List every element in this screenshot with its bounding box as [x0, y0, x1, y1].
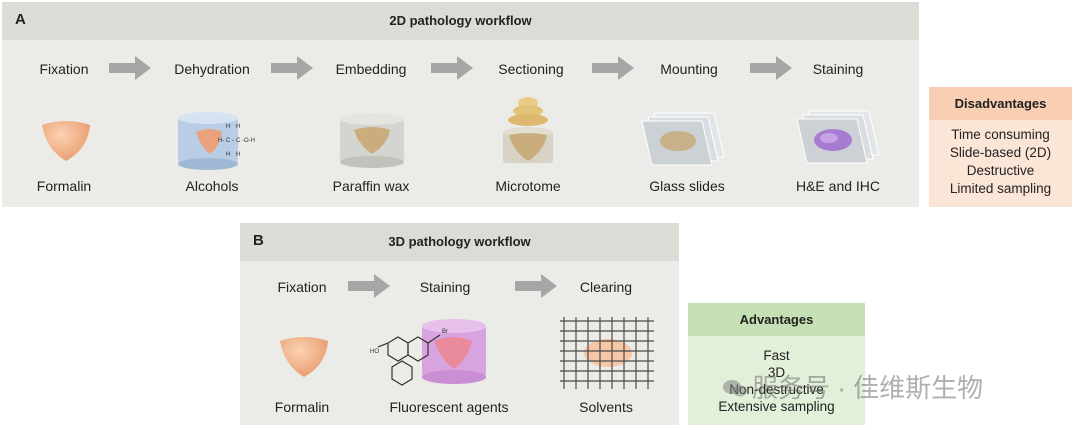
panel-b-letter: B — [253, 232, 264, 249]
list-item: Extensive sampling — [718, 399, 835, 414]
svg-text:-O-H: -O-H — [242, 138, 255, 144]
list-item: Limited sampling — [949, 181, 1052, 196]
label-he-ihc: H&E and IHC — [795, 178, 881, 194]
svg-text:H: H — [236, 152, 240, 158]
advantages-box: Advantages Fast 3D Non-destructive Exten… — [688, 303, 865, 425]
step-staining: Staining — [812, 61, 864, 77]
label-solvents: Solvents — [579, 399, 633, 415]
arrow-icon — [750, 56, 792, 80]
arrow-icon — [592, 56, 634, 80]
stained-slides-icon — [796, 110, 880, 164]
svg-text:C: C — [226, 138, 231, 144]
arrow-icon — [348, 274, 390, 298]
svg-text:H: H — [226, 124, 230, 130]
label-glass-slides: Glass slides — [649, 178, 725, 194]
svg-text:H: H — [226, 152, 230, 158]
step-dehydration: Dehydration — [174, 61, 250, 77]
list-item: 3D — [767, 365, 786, 380]
step-fixation: Fixation — [39, 61, 89, 77]
svg-text:-: - — [232, 138, 234, 144]
panel-a-2d-workflow: A 2D pathology workflow Fixation Dehydra… — [2, 2, 919, 207]
svg-text:H-: H- — [218, 138, 224, 144]
svg-text:HO: HO — [370, 349, 379, 355]
advantages-header: Advantages — [688, 303, 865, 336]
panel-a-letter: A — [15, 11, 26, 28]
list-item: Destructive — [966, 163, 1035, 178]
arrow-icon — [431, 56, 473, 80]
fluorescent-container-icon: HO Br — [370, 319, 486, 386]
svg-text:Br: Br — [442, 329, 448, 335]
list-item: Non-destructive — [729, 382, 824, 397]
step-embedding: Embedding — [335, 61, 407, 77]
solvent-grid-icon — [560, 317, 654, 389]
disadvantages-box: Disadvantages Time consuming Slide-based… — [929, 87, 1072, 207]
arrow-icon — [515, 274, 557, 298]
panel-a-title: 2D pathology workflow — [389, 13, 532, 28]
panel-a-header: A 2D pathology workflow — [2, 2, 919, 40]
watermark-text: 服务号 · 佳维斯生物 — [752, 373, 984, 403]
label-formalin: Formalin — [274, 399, 330, 415]
step-mounting: Mounting — [660, 61, 718, 77]
arrow-icon — [271, 56, 313, 80]
list-item: Time consuming — [951, 127, 1050, 142]
disadvantages-header: Disadvantages — [929, 87, 1072, 120]
svg-text:C: C — [236, 138, 241, 144]
label-microtome: Microtome — [495, 178, 561, 194]
step-clearing: Clearing — [579, 279, 633, 295]
paraffin-block-icon — [340, 113, 404, 168]
label-fluorescent-agents: Fluorescent agents — [389, 399, 509, 415]
panel-b-title: 3D pathology workflow — [388, 234, 531, 249]
panel-b-header: B 3D pathology workflow — [240, 223, 679, 261]
arrow-icon — [109, 56, 151, 80]
wechat-icon — [723, 380, 747, 397]
tissue-sample-icon — [280, 337, 328, 377]
label-paraffin-wax: Paraffin wax — [332, 178, 410, 194]
step-sectioning: Sectioning — [498, 61, 564, 77]
tissue-sample-icon — [42, 121, 90, 161]
glass-slides-icon — [641, 112, 725, 166]
label-formalin: Formalin — [36, 178, 92, 194]
svg-text:H: H — [236, 124, 240, 130]
panel-b-3d-workflow: B 3D pathology workflow Fixation Stainin… — [240, 223, 679, 425]
step-fixation: Fixation — [277, 279, 327, 295]
list-item: Slide-based (2D) — [949, 145, 1052, 160]
disadvantages-title: Disadvantages — [954, 96, 1047, 111]
list-item: Fast — [763, 348, 790, 363]
step-staining: Staining — [419, 279, 471, 295]
advantages-list: Fast 3D Non-destructive Extensive sampli… — [688, 347, 865, 415]
microtome-icon — [503, 97, 553, 163]
advantages-title: Advantages — [739, 312, 814, 327]
label-alcohols: Alcohols — [185, 178, 239, 194]
disadvantages-list: Time consuming Slide-based (2D) Destruct… — [929, 126, 1072, 198]
